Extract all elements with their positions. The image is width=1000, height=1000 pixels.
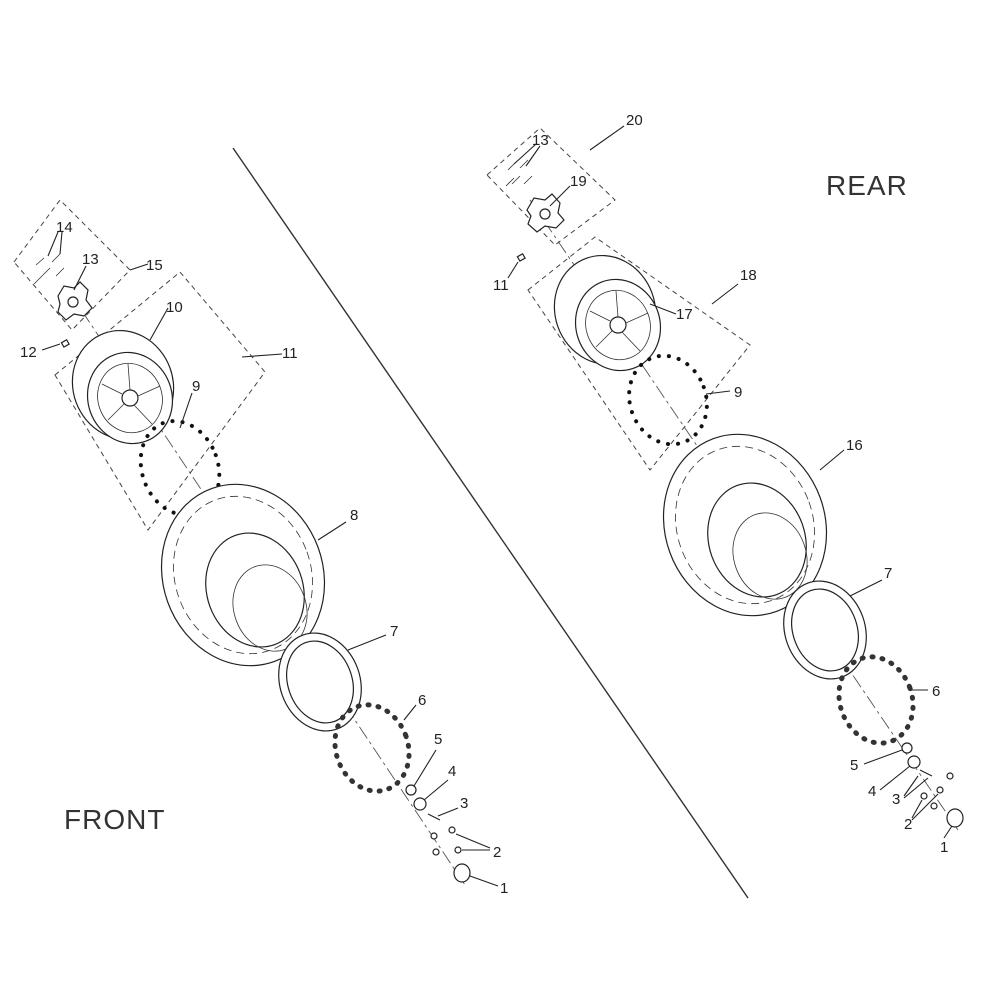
rear-rim: [553, 254, 662, 372]
rear-cap-1: [946, 808, 964, 828]
front-callout-5: 5: [434, 731, 442, 748]
front-dotted-ring: [138, 419, 222, 517]
front-rim-group-box: [54, 271, 266, 531]
front-assembly: 14 13 15 12 10 11 9 8 7 6 5 4 3 2 1: [13, 199, 508, 897]
rear-cap-screw-2a: [920, 792, 928, 800]
front-hub: [57, 281, 93, 321]
front-callout-12: 12: [20, 344, 37, 361]
rear-dotted-ring: [627, 353, 709, 447]
front-callout-13: 13: [82, 251, 99, 268]
rear-callout-3: 3: [892, 791, 900, 808]
front-cap-screw-2c: [454, 846, 462, 854]
rear-callout-4: 4: [868, 783, 876, 800]
rear-valve-stem: [516, 252, 526, 262]
rear-callout-6: 6: [932, 683, 940, 700]
rear-cap-screw-2d: [930, 802, 938, 810]
front-beadlock-ring: [278, 632, 362, 732]
rear-callout-7: 7: [884, 565, 892, 582]
rear-assembly: 20 13 19 11 18 17 9 16 7 6 5 4 3 2 1: [486, 112, 964, 856]
front-rim: [71, 329, 175, 445]
front-hub-group-box: [13, 199, 131, 331]
front-cap-1: [453, 863, 471, 883]
front-cap-screw-2a: [430, 832, 438, 840]
rear-callout-16: 16: [846, 437, 863, 454]
front-callout-7: 7: [390, 623, 398, 640]
rear-hardware-stack: [901, 742, 964, 828]
front-tire: [160, 483, 326, 667]
rear-rim-group-box: [527, 236, 751, 471]
front-wheel-studs: [33, 253, 65, 285]
rear-cotter-3: [919, 769, 933, 777]
front-hardware-stack: [405, 784, 471, 883]
front-callout-14: 14: [56, 219, 73, 236]
front-callout-2: 2: [493, 844, 501, 861]
rear-callout-19: 19: [570, 173, 587, 190]
rear-cap-screw-2c: [946, 772, 954, 780]
rear-wheel-studs: [505, 159, 533, 187]
section-divider: [232, 147, 749, 899]
rear-cap-screw-2b: [936, 786, 944, 794]
rear-hub: [526, 193, 565, 233]
rear-beadlock-ring: [783, 580, 867, 680]
rear-callout-1: 1: [940, 839, 948, 856]
rear-callout-11: 11: [493, 277, 509, 294]
front-callout-10: 10: [166, 299, 183, 316]
front-callout-15: 15: [146, 257, 163, 274]
front-callout-9: 9: [192, 378, 200, 395]
rear-leader-lines: [507, 125, 953, 839]
front-title: FRONT: [64, 804, 165, 835]
front-callout-3: 3: [460, 795, 468, 812]
rear-title: REAR: [826, 170, 908, 201]
rear-nut-4: [907, 755, 921, 769]
rear-washer-5: [901, 742, 913, 754]
rear-callout-9: 9: [734, 384, 742, 401]
front-callout-4: 4: [448, 763, 456, 780]
rear-bolt-ring: [836, 654, 916, 746]
front-cotter-3: [427, 813, 441, 821]
front-cap-screw-2d: [432, 848, 440, 856]
front-cap-screw-2b: [448, 826, 456, 834]
front-valve-stem: [60, 338, 70, 348]
front-callout-8: 8: [350, 507, 358, 524]
rear-callout-13: 13: [532, 132, 549, 149]
rear-callout-20: 20: [626, 112, 643, 129]
rear-callout-2: 2: [904, 816, 912, 833]
front-callout-1: 1: [500, 880, 508, 897]
rear-callout-18: 18: [740, 267, 757, 284]
rear-callout-5: 5: [850, 757, 858, 774]
front-callout-6: 6: [418, 692, 426, 709]
front-callout-11: 11: [282, 345, 298, 362]
front-bolt-ring: [332, 702, 412, 794]
front-leader-lines: [41, 231, 499, 887]
rear-callout-17: 17: [676, 306, 693, 323]
front-washer-5: [405, 784, 417, 796]
front-nut-4: [413, 797, 427, 811]
rear-tire: [662, 433, 828, 617]
